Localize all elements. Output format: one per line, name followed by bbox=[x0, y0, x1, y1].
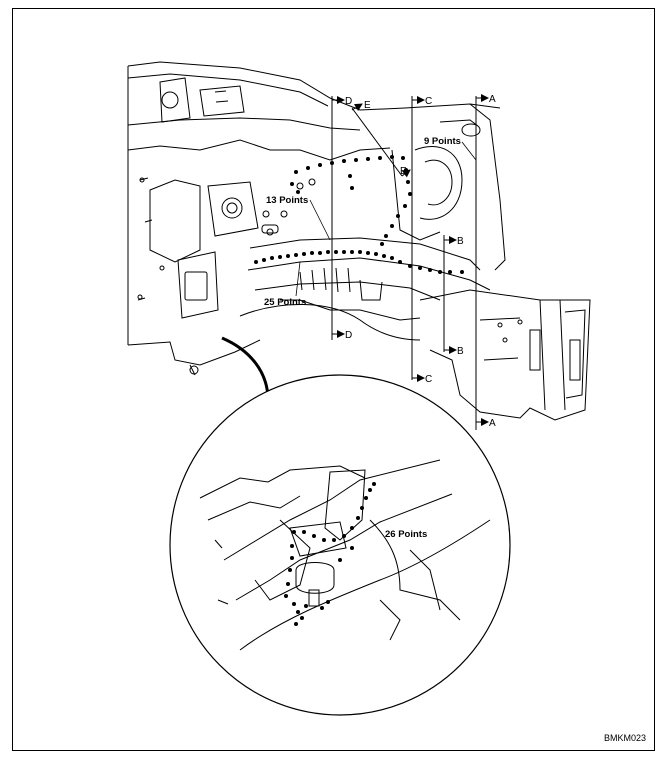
section-b-bottom: B bbox=[457, 346, 464, 357]
section-d-bottom: D bbox=[345, 330, 352, 341]
detail-view bbox=[169, 336, 511, 716]
section-lines bbox=[331, 94, 489, 430]
callout-labels: 9 Points 13 Points 25 Points 26 Points bbox=[264, 136, 461, 540]
section-b-top: B bbox=[457, 236, 464, 247]
figure-code: BMKM023 bbox=[603, 733, 646, 743]
weld-points-25 bbox=[254, 250, 464, 274]
weld-points-13 bbox=[290, 155, 394, 194]
section-c-top: C bbox=[425, 96, 432, 107]
callout-9-points: 9 Points bbox=[424, 136, 461, 147]
section-e-bottom: E bbox=[400, 166, 407, 177]
weld-points-26 bbox=[284, 482, 376, 626]
callout-13-points: 13 Points bbox=[266, 195, 308, 206]
section-labels: A A B B C C D D E E bbox=[345, 94, 496, 429]
section-a-bottom: A bbox=[489, 418, 496, 429]
callout-25-points: 25 Points bbox=[264, 297, 306, 308]
callout-26-points: 26 Points bbox=[385, 529, 427, 540]
weld-points-9 bbox=[380, 156, 412, 246]
section-d-top: D bbox=[345, 96, 352, 107]
section-e-top: E bbox=[364, 100, 371, 111]
upper-assembly bbox=[127, 61, 591, 421]
section-c-bottom: C bbox=[425, 374, 432, 385]
section-a-top: A bbox=[489, 94, 496, 105]
